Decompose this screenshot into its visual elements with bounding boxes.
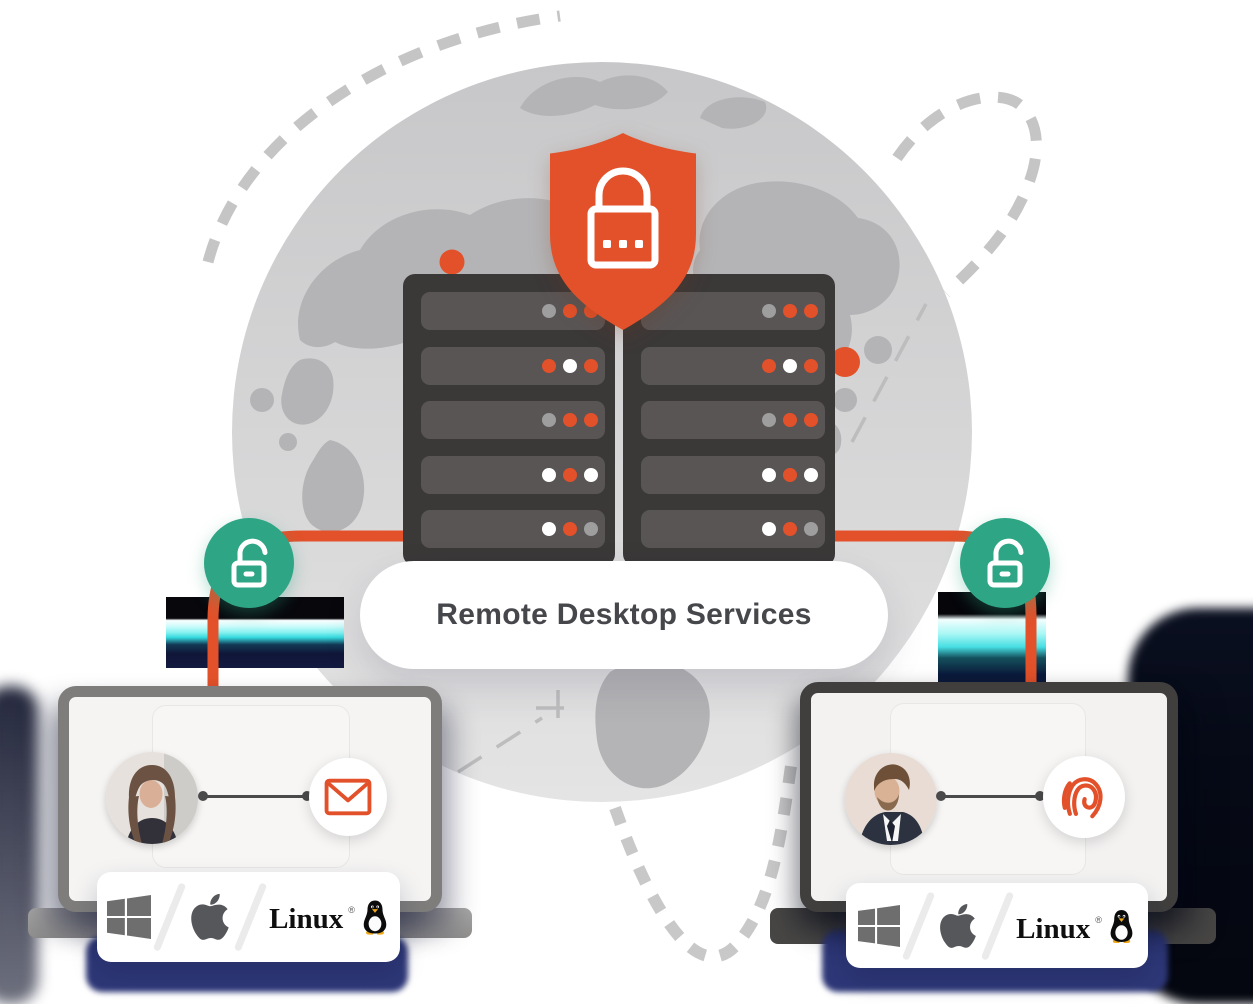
connector-dot <box>198 791 208 801</box>
status-led-white <box>563 358 577 373</box>
tux-penguin-icon <box>363 900 387 935</box>
connector-dot <box>936 791 946 801</box>
connector-dot <box>1035 791 1045 801</box>
status-led-orange <box>804 413 818 427</box>
orbit-dash-bottom <box>609 765 797 963</box>
status-led-orange <box>563 467 577 482</box>
page-title: Remote Desktop Services <box>436 598 812 631</box>
status-led-gray <box>762 304 776 318</box>
linux-label: Linux <box>269 903 344 935</box>
user-avatar-woman <box>106 752 198 844</box>
server-rack <box>403 274 615 566</box>
glitch-band-left <box>166 597 344 668</box>
lock-dots <box>603 240 643 248</box>
status-led-gray <box>542 413 556 427</box>
status-led-orange <box>783 413 797 427</box>
status-led-white <box>783 358 797 373</box>
status-led-orange <box>584 413 598 427</box>
apple-icon <box>940 903 976 948</box>
server-rack-unit <box>421 346 605 385</box>
status-led-orange <box>563 413 577 427</box>
connector-dot <box>302 791 312 801</box>
linux-item: Linux ® <box>1016 907 1136 945</box>
slash-divider <box>233 882 268 952</box>
server-rack-unit <box>421 510 605 548</box>
status-led-gray <box>762 413 776 427</box>
server-rack-unit <box>641 510 825 548</box>
status-led-white <box>762 522 776 536</box>
status-led-orange <box>584 358 598 373</box>
tux-penguin-icon <box>1110 909 1133 943</box>
linux-trademark: ® <box>348 905 355 915</box>
route-dashes <box>457 303 928 774</box>
os-badge-left: Linux ® <box>97 872 400 962</box>
server-rack-unit <box>421 455 605 494</box>
status-led-orange <box>783 304 797 318</box>
unlock-icon <box>987 538 1024 588</box>
orange-dot-small <box>439 249 465 275</box>
server-rack-unit <box>641 346 825 385</box>
status-led-orange <box>783 522 797 536</box>
windows-icon <box>107 895 152 939</box>
linux-trademark: ® <box>1095 914 1102 925</box>
server-rack-unit <box>641 455 825 494</box>
status-led-orange <box>783 467 797 482</box>
connector-line-right <box>941 795 1041 798</box>
connector-line-left <box>202 795 308 798</box>
windows-icon <box>858 904 901 947</box>
status-led-white <box>804 467 818 482</box>
lock-icon <box>587 167 659 269</box>
orbit-dashes <box>202 10 1042 298</box>
unlock-icon <box>231 538 268 588</box>
email-envelope-icon <box>324 778 372 816</box>
server-rack <box>623 274 835 566</box>
status-led-orange <box>804 358 818 373</box>
woman-photo <box>106 752 198 844</box>
status-led-orange <box>804 304 818 318</box>
unlock-badge-right <box>960 518 1050 608</box>
server-rack-unit <box>641 292 825 330</box>
fingerprint-icon <box>1061 777 1103 819</box>
slash-divider <box>152 882 187 952</box>
slash-divider <box>901 890 936 961</box>
unlock-badge-left <box>204 518 294 608</box>
status-led-white <box>542 522 556 536</box>
linux-item: Linux ® <box>269 897 390 937</box>
os-badge-right: Linux ® <box>846 883 1148 968</box>
server-rack-unit <box>421 292 605 330</box>
status-led-gray <box>584 522 598 536</box>
server-rack-unit <box>641 401 825 439</box>
status-led-orange <box>762 358 776 373</box>
security-shield <box>550 133 696 330</box>
man-photo <box>845 753 937 845</box>
left-edge-shadow <box>0 686 38 1004</box>
slash-divider <box>980 890 1015 961</box>
status-led-orange <box>542 358 556 373</box>
status-led-orange <box>563 304 577 318</box>
status-led-orange <box>563 522 577 536</box>
status-led-white <box>542 467 556 482</box>
apple-icon <box>191 893 229 940</box>
title-pill: Remote Desktop Services <box>360 561 888 669</box>
user-avatar-man <box>845 753 937 845</box>
email-auth-circle <box>309 758 387 836</box>
status-led-white <box>762 467 776 482</box>
status-led-gray <box>542 304 556 318</box>
shield-shape <box>550 133 696 330</box>
status-led-white <box>584 467 598 482</box>
orange-dot-rack <box>830 347 860 377</box>
linux-label: Linux <box>1016 912 1091 945</box>
fingerprint-auth-circle <box>1043 756 1125 838</box>
status-led-gray <box>804 522 818 536</box>
server-rack-unit <box>421 401 605 439</box>
